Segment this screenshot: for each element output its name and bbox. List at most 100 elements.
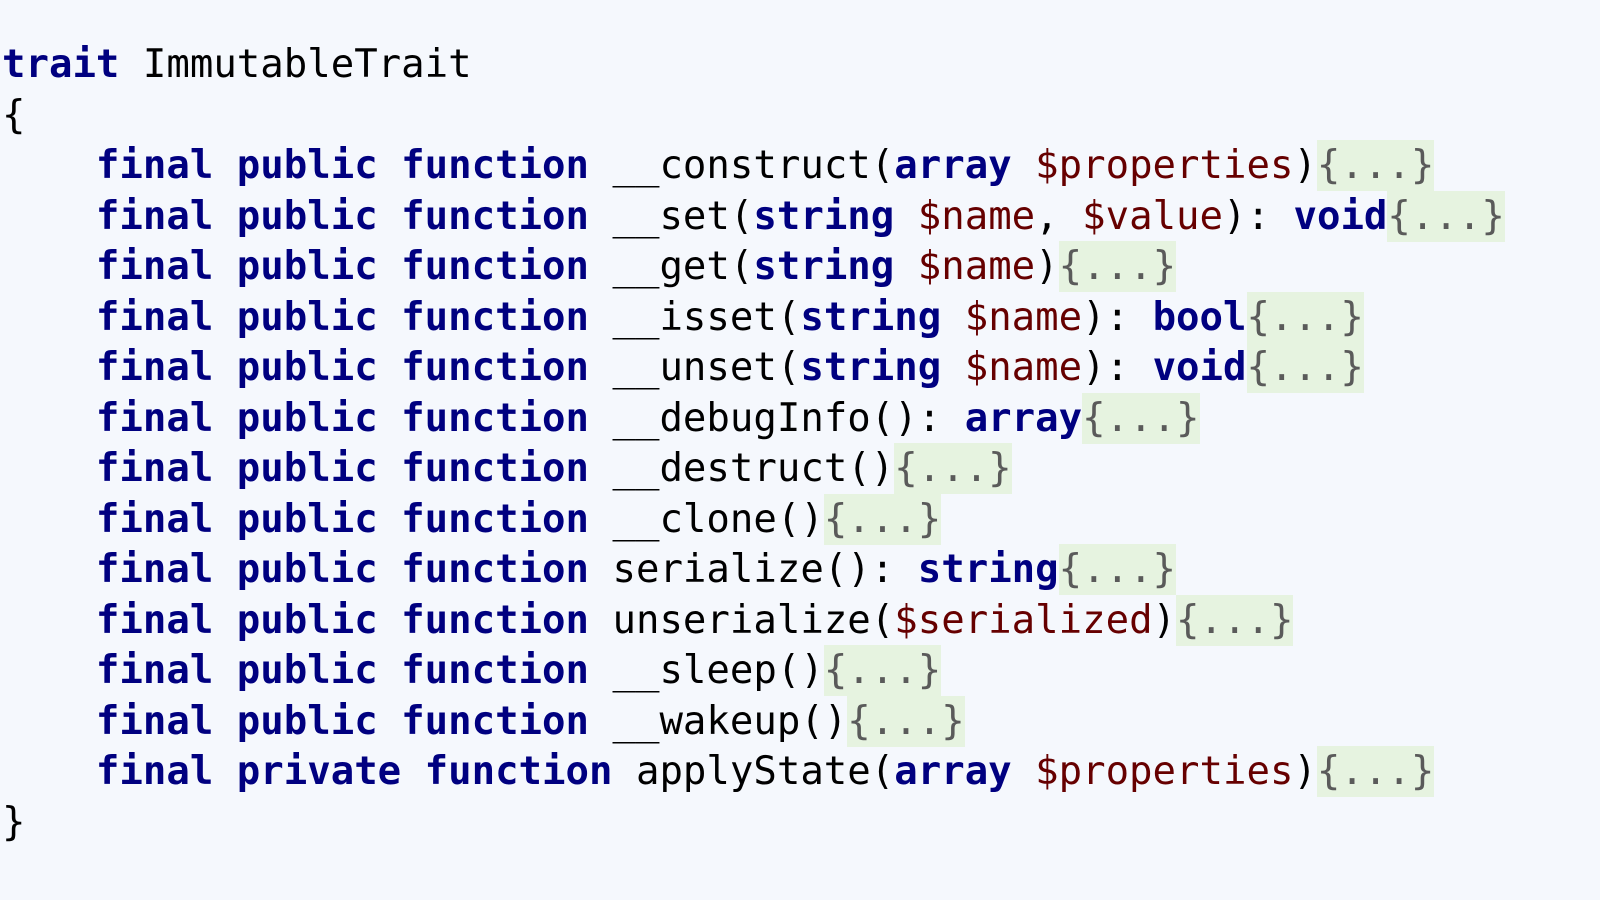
code-token: } [2, 799, 26, 845]
folded-code-block[interactable]: {...} [823, 645, 942, 696]
code-line[interactable]: final public function __set(string $name… [2, 190, 1505, 243]
code-line[interactable]: } [2, 798, 1505, 849]
folded-code-block[interactable]: {...} [1316, 140, 1435, 191]
variable-token: $properties [1035, 749, 1294, 794]
code-token [2, 749, 96, 794]
folded-code-block[interactable]: {...} [1082, 392, 1200, 444]
folded-code-block[interactable]: {...} [1246, 342, 1364, 393]
code-token: __destruct() [589, 446, 895, 491]
code-token [2, 345, 96, 390]
code-token [2, 648, 96, 693]
code-token [2, 497, 96, 542]
code-token: ): [1082, 294, 1153, 340]
keyword-token: string [800, 345, 942, 390]
keyword-token: final public function [95, 193, 590, 239]
keyword-token: final public function [95, 143, 590, 188]
variable-token: $value [1082, 193, 1224, 239]
code-line[interactable]: final public function __isset(string $na… [2, 291, 1505, 344]
code-token: ): [1082, 345, 1153, 390]
code-line[interactable]: final public function __get(string $name… [2, 241, 1505, 293]
folded-code-block[interactable]: {...} [1176, 594, 1294, 646]
keyword-token: final public function [95, 698, 590, 744]
keyword-token: final public function [95, 345, 590, 390]
code-token: ) [1293, 143, 1317, 188]
code-token [2, 143, 96, 188]
code-token: ) [1293, 749, 1317, 794]
folded-code-block[interactable]: {...} [1058, 241, 1177, 292]
keyword-token: string [800, 294, 942, 340]
code-line[interactable]: final public function __destruct(){...} [2, 443, 1505, 495]
code-token [941, 345, 964, 390]
code-line[interactable]: { [2, 91, 1505, 142]
code-line[interactable]: final public function __construct(array … [2, 140, 1505, 192]
code-token: ) [1035, 244, 1059, 289]
code-token [2, 598, 96, 643]
code-token: applyState( [612, 749, 895, 794]
code-token [2, 295, 96, 340]
keyword-token: final public function [95, 597, 590, 643]
variable-token: $name [917, 244, 1036, 289]
folded-code-block[interactable]: {...} [823, 493, 942, 545]
code-line[interactable]: trait ImmutableTrait [2, 40, 1505, 91]
keyword-token: final private function [95, 749, 613, 794]
variable-token: $name [964, 294, 1083, 340]
code-token [894, 244, 917, 289]
code-token [2, 244, 96, 289]
code-token: __unset( [589, 345, 801, 390]
code-token [1012, 749, 1035, 794]
code-token [2, 547, 96, 592]
keyword-token: final public function [95, 446, 590, 491]
keyword-token: void [1293, 193, 1388, 239]
code-line[interactable]: final public function __wakeup(){...} [2, 695, 1505, 748]
folded-code-block[interactable]: {...} [1387, 190, 1505, 242]
code-token: __clone() [589, 496, 824, 542]
code-line[interactable]: final public function __unset(string $na… [2, 342, 1505, 394]
code-token: __isset( [589, 294, 801, 340]
code-token [894, 194, 917, 239]
variable-token: $name [964, 345, 1083, 390]
keyword-token: string [917, 547, 1059, 592]
keyword-token: final public function [95, 294, 590, 340]
code-token: serialize(): [589, 547, 918, 592]
code-token: __debugInfo(): [589, 395, 965, 441]
keyword-token: array [894, 143, 1012, 188]
variable-token: $serialized [894, 597, 1153, 643]
folded-code-block[interactable]: {...} [847, 695, 965, 747]
code-line[interactable]: final public function unserialize($seria… [2, 594, 1505, 647]
code-token: __set( [589, 193, 754, 239]
code-token [941, 295, 964, 340]
folded-code-block[interactable]: {...} [1246, 291, 1364, 343]
code-line[interactable]: final private function applyState(array … [2, 746, 1505, 798]
code-token [2, 194, 96, 239]
keyword-token: final public function [95, 496, 590, 542]
code-token: __sleep() [589, 648, 824, 693]
code-token: , [1035, 193, 1083, 239]
variable-token: $properties [1035, 143, 1294, 188]
code-token [2, 396, 96, 441]
code-line[interactable]: final public function __clone(){...} [2, 493, 1505, 546]
code-token: __wakeup() [589, 698, 848, 744]
keyword-token: array [894, 749, 1012, 794]
folded-code-block[interactable]: {...} [1316, 746, 1435, 797]
folded-code-block[interactable]: {...} [894, 443, 1012, 494]
keyword-token: final public function [95, 395, 590, 441]
code-token [2, 446, 96, 491]
code-line[interactable]: final public function serialize(): strin… [2, 544, 1505, 596]
code-token: __construct( [589, 143, 895, 188]
code-editor[interactable]: trait ImmutableTrait{ final public funct… [2, 40, 1505, 848]
code-token: ImmutableTrait [119, 42, 472, 87]
code-token: __get( [589, 244, 754, 289]
code-token [1012, 143, 1035, 188]
keyword-token: string [753, 193, 895, 239]
code-token: ) [1152, 597, 1177, 643]
keyword-token: final public function [95, 547, 590, 592]
keyword-token: void [1152, 345, 1247, 390]
keyword-token: trait [2, 42, 120, 87]
code-line[interactable]: final public function __sleep(){...} [2, 645, 1505, 697]
code-token: { [2, 92, 26, 138]
code-line[interactable]: final public function __debugInfo(): arr… [2, 392, 1505, 445]
folded-code-block[interactable]: {...} [1058, 544, 1177, 595]
keyword-token: string [753, 244, 895, 289]
keyword-token: array [964, 395, 1083, 441]
code-token: ): [1223, 193, 1294, 239]
